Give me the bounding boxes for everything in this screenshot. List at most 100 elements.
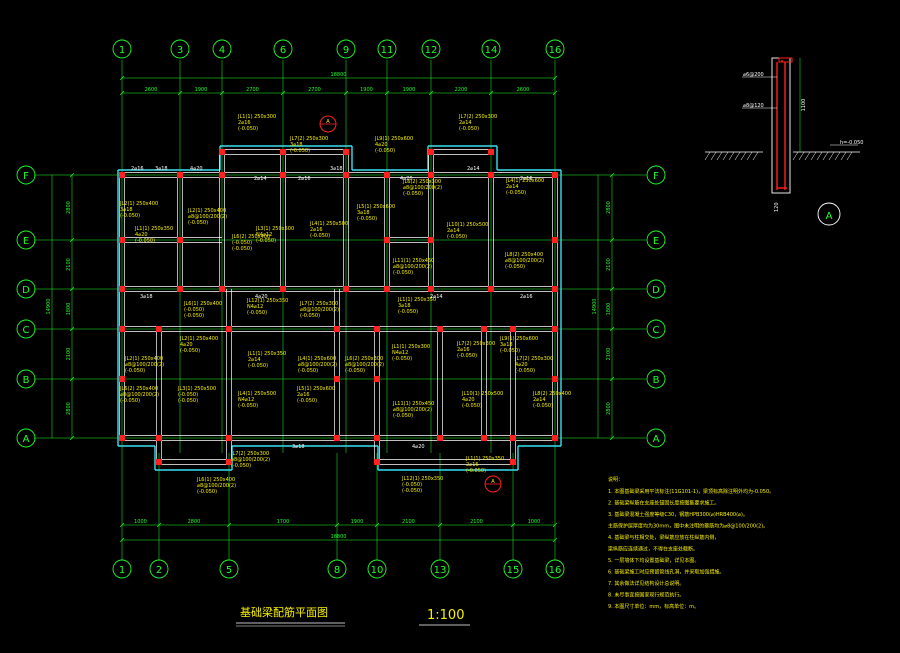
dimension-tick xyxy=(609,237,615,243)
axis-label-top: 12 xyxy=(425,45,438,56)
notes-line: 5. 一层墙体下均设置基础梁，详见本图。 xyxy=(608,557,699,564)
rebar-label: ⌀8@100/200(2) xyxy=(188,214,227,220)
rebar-label: 2⌀16 xyxy=(457,347,470,353)
rebar-label: 2⌀14 xyxy=(459,120,472,126)
beam-annotation: JL11(1) 250x450⌀8@100/200(2)(-0.050) xyxy=(392,401,434,419)
hatch xyxy=(728,151,735,161)
beam-label: JL4(1) 250x500 xyxy=(237,391,276,397)
axis-bubble xyxy=(112,559,132,579)
axis-label-top: 3 xyxy=(177,45,183,56)
axis-label-top: 4 xyxy=(219,45,225,56)
elevation-label: (-0.050) xyxy=(298,368,318,374)
elevation-label: (-0.050) xyxy=(357,216,377,222)
hatch xyxy=(722,151,729,161)
wall-rebar-note: 3⌀18 xyxy=(292,444,305,450)
dimension-total: 18800 xyxy=(331,72,347,78)
hatch xyxy=(834,151,841,161)
dimension-tick xyxy=(437,522,443,528)
dimension-tick xyxy=(552,75,558,81)
section-callout-label: A xyxy=(326,119,330,125)
beam-annotation: JL7(2) 250x300⌀8@100/200(2)(-0.050) xyxy=(230,451,270,469)
elevation-label: (-0.050) xyxy=(188,220,208,226)
rebar-label: 2⌀14 xyxy=(447,228,460,234)
beam-annotation: JL6(1) 250x400(-0.050)(-0.050) xyxy=(183,301,222,319)
hatch xyxy=(792,151,799,161)
beam-label: JL1(1) 250x300 xyxy=(391,344,430,350)
beam-label: JL3(1) 250x500 xyxy=(255,226,294,232)
axis-label-right: C xyxy=(653,325,660,336)
elevation-label: (-0.050) xyxy=(120,398,140,404)
column xyxy=(119,376,125,382)
wall-rebar-note: 4⌀20 xyxy=(190,166,203,172)
beam-label: JL1(1) 250x350 xyxy=(465,456,504,462)
section-elevation: h=-0.050 xyxy=(840,140,863,146)
dimension-tick xyxy=(69,286,75,292)
beam-annotation: JL6(2) 250x400⌀8@100/200(2)(-0.050) xyxy=(119,386,159,404)
axis-label-bottom: 8 xyxy=(334,565,340,576)
elevation-label: (-0.050) xyxy=(459,126,479,132)
hatch xyxy=(840,151,847,161)
column xyxy=(481,435,487,441)
dimension-text: 2100 xyxy=(66,348,72,361)
beam-label: JL5(1) 250x600 xyxy=(356,204,395,210)
column xyxy=(428,286,434,292)
axis-bubble xyxy=(336,39,356,59)
elevation-label: (-0.050) xyxy=(500,348,520,354)
dimension-total: 18800 xyxy=(331,534,347,540)
dimension-text: 2100 xyxy=(606,258,612,271)
column xyxy=(374,326,380,332)
hatch xyxy=(798,151,805,161)
axis-label-left: A xyxy=(23,434,30,445)
notes-line: 7. 其余做法详见结构设计总说明。 xyxy=(608,580,684,587)
rebar-label: 2⌀16 xyxy=(238,120,251,126)
dimension-text: 2800 xyxy=(66,201,72,214)
wall-rebar-note: 3⌀18 xyxy=(140,294,153,300)
axis-bubble xyxy=(646,279,666,299)
section-marker-label: A xyxy=(826,211,833,222)
axis-bubble xyxy=(367,559,387,579)
hatch xyxy=(710,151,717,161)
axis-label-bottom: 2 xyxy=(156,565,162,576)
dimension-tick xyxy=(119,75,125,81)
dimension-total: 14900 xyxy=(592,299,598,315)
beam-label: JL4(1) 250x600 xyxy=(505,178,544,184)
dimension-tick xyxy=(488,90,494,96)
rebar-label: 3⌀18 xyxy=(120,207,133,213)
beam-label: JL1(1) 250x350 xyxy=(134,226,173,232)
notes-line: 主筋保护层厚度均为30mm，图中未注明的箍筋均为⌀8@100/200(2)。 xyxy=(608,523,768,530)
beam-label: JL1(1) 250x350 xyxy=(247,351,286,357)
axis-bubble xyxy=(545,39,565,59)
axis-bubble xyxy=(646,369,666,389)
dimension-text: 1000 xyxy=(528,519,541,525)
dimension-text: 2800 xyxy=(66,402,72,415)
dimension-text: 2200 xyxy=(455,87,468,93)
elevation-label: (-0.050) xyxy=(533,403,553,409)
column xyxy=(552,237,558,243)
axis-bubble xyxy=(646,165,666,185)
column xyxy=(280,172,286,178)
column xyxy=(374,435,380,441)
column xyxy=(428,172,434,178)
notes-line: 梁纵筋应连续通过，不得在支座处截断。 xyxy=(608,546,698,553)
elevation-label: (-0.050) xyxy=(393,270,413,276)
axis-label-right: D xyxy=(652,285,660,296)
beam-label: JL5(1) 250x600 xyxy=(296,386,335,392)
rebar-label: (-0.050) xyxy=(178,392,198,398)
beam-label: JL4(1) 250x500 xyxy=(309,221,348,227)
notes-line: 3. 基础梁混凝土强度等级C30，钢筋HPB300(⌀)HRB400(⌀)。 xyxy=(608,511,748,518)
drawing-scale: 1:100 xyxy=(427,608,464,623)
beam-label: JL9(1) 250x600 xyxy=(374,136,413,142)
axis-label-right: E xyxy=(653,236,659,247)
axis-bubble xyxy=(219,559,239,579)
elevation-label: (-0.050) xyxy=(184,313,204,319)
column xyxy=(343,149,349,155)
beam-label: JL7(2) 250x300 xyxy=(230,451,269,457)
dimension-text: 2100 xyxy=(66,258,72,271)
rebar-label: (-0.050) xyxy=(232,240,252,246)
